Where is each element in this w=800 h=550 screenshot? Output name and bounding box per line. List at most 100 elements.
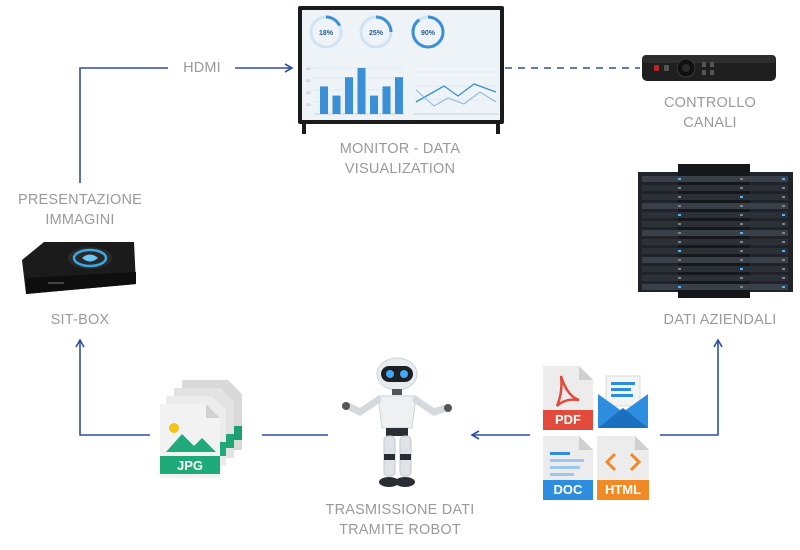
server-slot bbox=[684, 284, 746, 290]
server-slot bbox=[746, 230, 788, 236]
server-led bbox=[678, 241, 681, 243]
server-led bbox=[678, 178, 681, 180]
robot-label-line2: TRAMITE ROBOT bbox=[339, 522, 461, 538]
server-led bbox=[782, 223, 785, 225]
remote-icon bbox=[640, 52, 778, 84]
server-slot bbox=[684, 194, 746, 200]
sitbox-device bbox=[18, 238, 140, 300]
pdf-file-icon: PDF bbox=[543, 366, 593, 430]
server-slot bbox=[746, 266, 788, 272]
gauge-3-label: 90% bbox=[421, 30, 436, 37]
server-slot bbox=[642, 275, 684, 281]
robot-label: TRASMISSIONE DATI TRAMITE ROBOT bbox=[300, 500, 500, 540]
server-led bbox=[782, 250, 785, 252]
server-slot bbox=[746, 284, 788, 290]
server-slot bbox=[684, 212, 746, 218]
server-slot bbox=[642, 239, 684, 245]
server-led bbox=[740, 232, 743, 234]
server-led bbox=[678, 250, 681, 252]
server-slot bbox=[746, 221, 788, 227]
html-file-icon: HTML bbox=[597, 436, 649, 500]
server-slot bbox=[642, 185, 684, 191]
server-slot bbox=[746, 176, 788, 182]
gauge-2: 25% bbox=[359, 15, 393, 49]
gauge-1: 18% bbox=[309, 15, 343, 49]
server-led bbox=[782, 232, 785, 234]
server-rack-icon bbox=[638, 164, 793, 298]
monitor-label: MONITOR - DATA VISUALIZATION bbox=[300, 139, 500, 179]
server-slot bbox=[746, 194, 788, 200]
presentation-label: PRESENTAZIONE IMMAGINI bbox=[2, 190, 158, 230]
mini-bar bbox=[395, 77, 403, 114]
server-slot bbox=[684, 275, 746, 281]
server-slot bbox=[642, 257, 684, 263]
server-led bbox=[678, 196, 681, 198]
server-led bbox=[740, 241, 743, 243]
server-led bbox=[678, 223, 681, 225]
server-slot bbox=[684, 230, 746, 236]
server-slot bbox=[746, 257, 788, 263]
server-slot bbox=[684, 257, 746, 263]
server-led bbox=[740, 196, 743, 198]
server-led bbox=[782, 214, 785, 216]
server-slot bbox=[684, 266, 746, 272]
server-led bbox=[740, 178, 743, 180]
server-led bbox=[782, 268, 785, 270]
server-slot bbox=[746, 275, 788, 281]
mini-bar bbox=[382, 86, 391, 114]
sitbox-label: SIT-BOX bbox=[50, 312, 110, 328]
server-led bbox=[740, 223, 743, 225]
server-slot bbox=[642, 248, 684, 254]
server-led bbox=[782, 286, 785, 288]
server-led bbox=[678, 214, 681, 216]
line-jpg-to-sitbox bbox=[75, 338, 150, 436]
monitor-label-line1: MONITOR - DATA bbox=[339, 141, 461, 157]
monitor-graphic: 18% 25% 90% 40 30 20 10 bbox=[298, 6, 504, 134]
mini-bar bbox=[370, 95, 378, 114]
server-slot bbox=[746, 248, 788, 254]
doc-file-icon: DOC bbox=[543, 436, 593, 500]
mini-bar bbox=[320, 86, 328, 114]
server-slot bbox=[684, 203, 746, 209]
server-led bbox=[678, 277, 681, 279]
presentation-label-line2: IMMAGINI bbox=[45, 212, 115, 228]
server-slot bbox=[642, 221, 684, 227]
gauge-3: 90% bbox=[411, 15, 445, 49]
server-led bbox=[678, 205, 681, 207]
remote-label-line1: CONTROLLO bbox=[663, 95, 757, 111]
mini-bar-chart: 40 30 20 10 bbox=[306, 66, 404, 115]
server-led bbox=[740, 268, 743, 270]
mini-axis-tick: 20 bbox=[306, 90, 311, 95]
server-led bbox=[740, 259, 743, 261]
line-files-to-servers bbox=[660, 338, 723, 436]
server-led bbox=[740, 250, 743, 252]
robot-label-line1: TRASMISSIONE DATI bbox=[325, 502, 475, 518]
server-led bbox=[782, 277, 785, 279]
server-slot bbox=[746, 239, 788, 245]
monitor-label-line2: VISUALIZATION bbox=[344, 161, 456, 177]
server-led bbox=[678, 187, 681, 189]
server-slot bbox=[642, 284, 684, 290]
gauge-2-label: 25% bbox=[369, 30, 384, 37]
mini-bar bbox=[345, 77, 353, 114]
server-slot bbox=[684, 239, 746, 245]
monitor: 18% 25% 90% 40 30 20 10 bbox=[298, 6, 504, 134]
server-led bbox=[740, 214, 743, 216]
server-slot bbox=[684, 248, 746, 254]
mini-axis-tick: 10 bbox=[306, 102, 311, 107]
mini-axis-tick: 30 bbox=[306, 78, 311, 83]
server-slot bbox=[746, 212, 788, 218]
mini-axis-tick: 40 bbox=[306, 66, 311, 71]
remote-label: CONTROLLO CANALI bbox=[640, 93, 780, 133]
server-led bbox=[782, 205, 785, 207]
server-slot bbox=[642, 212, 684, 218]
jpg-files-icon: JPG bbox=[160, 378, 250, 480]
line-sitbox-to-monitor bbox=[79, 67, 168, 183]
html-label: HTML bbox=[604, 482, 642, 497]
server-slot bbox=[642, 266, 684, 272]
remote-label-line2: CANALI bbox=[683, 115, 737, 131]
server-led bbox=[782, 241, 785, 243]
server-slot bbox=[642, 194, 684, 200]
server-slot bbox=[746, 203, 788, 209]
